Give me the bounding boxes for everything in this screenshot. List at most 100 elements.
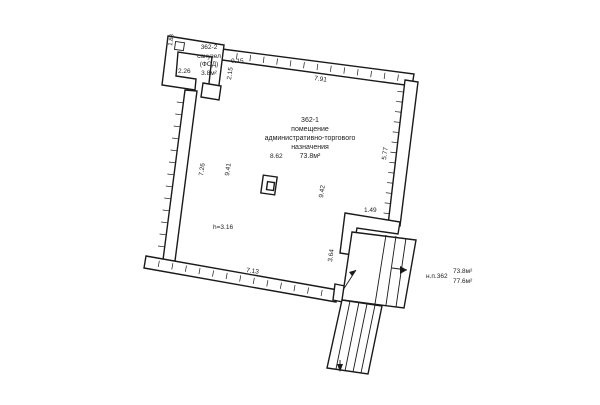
dim-door-side: 3.64	[327, 248, 336, 262]
wall-hatch-mark	[389, 161, 396, 164]
wall-hatch-mark	[170, 149, 177, 152]
wall-hatch-mark	[173, 125, 180, 128]
wall-hatch-mark	[289, 60, 292, 67]
wall-hatch-mark	[168, 161, 176, 164]
dim-notch: 1.49	[364, 207, 377, 214]
wc-fixture	[173, 40, 186, 52]
stairs	[326, 299, 383, 375]
door-leaf	[342, 269, 357, 291]
wall-hatch-mark	[370, 70, 372, 78]
wall-hatch-mark	[343, 67, 346, 74]
main-area: 73.8м²	[300, 153, 321, 160]
wall-hatch-mark	[390, 151, 397, 154]
wall-hatch-mark	[165, 185, 173, 188]
wall-hatch-mark	[397, 90, 404, 93]
porch-platform	[341, 231, 417, 309]
wall-hatch-mark	[198, 267, 201, 275]
dim-left: 7.26	[198, 162, 207, 176]
wall-hatch-mark	[391, 141, 398, 144]
wall-hatch-mark	[320, 289, 323, 297]
wall-hatch-mark	[276, 58, 278, 65]
dim-center: 8.62	[270, 153, 283, 160]
notch-wall	[339, 212, 401, 256]
wall-hatch-mark	[356, 69, 359, 76]
wall-hatch-mark	[386, 182, 394, 184]
wall-hatch-mark	[176, 101, 184, 104]
wall-hatch-mark	[293, 284, 296, 292]
main-room-label: 362-1 помещение административно-торговог…	[265, 117, 356, 160]
porch-arrow-head	[400, 266, 407, 274]
stair-line-2	[344, 301, 360, 372]
dim-top: 7.91	[314, 75, 328, 84]
wall-hatch-mark	[239, 275, 242, 282]
wall-hatch-mark	[330, 65, 332, 72]
wall-hatch-mark	[159, 233, 166, 236]
wall-hatch-mark	[262, 56, 265, 63]
wall-hatch-mark	[225, 272, 228, 280]
dim-right: 5.77	[381, 146, 390, 160]
dim-wc-width: 2.26	[178, 68, 191, 75]
wall-hatch-mark	[164, 197, 171, 200]
left-wall	[162, 89, 198, 262]
wc-area: 3.8м²	[201, 70, 218, 77]
dim-diagonal: 9.42	[318, 184, 327, 198]
dim-wc-height: 1.88	[168, 33, 176, 46]
dim-wc-wall: 0.15	[231, 58, 244, 65]
wall-hatch-mark	[393, 121, 401, 123]
wall-hatch-mark	[266, 280, 269, 287]
wall-hatch-mark	[252, 277, 255, 285]
wall-hatch-mark	[249, 54, 252, 62]
wall-hatch-mark	[384, 202, 391, 204]
wall-hatch-mark	[185, 265, 187, 272]
wc-name-1: санузел	[197, 53, 221, 60]
wall-hatch-mark	[157, 245, 165, 248]
stair-arrow-head	[337, 364, 343, 372]
porch-line-2	[385, 235, 397, 306]
summary-area-total: 77.6м²	[453, 278, 473, 285]
dimension-labels: 1.88 2.26 0.15 2.15 7.91 7.26 9.41 8.62 …	[168, 33, 390, 276]
wall-hatch-mark	[307, 287, 309, 294]
main-number: 362-1	[301, 117, 319, 124]
wall-hatch-mark	[236, 53, 238, 60]
porch-line-1	[374, 234, 387, 305]
wall-hatch-mark	[385, 192, 393, 194]
wall-hatch-mark	[303, 62, 305, 69]
main-name-1: помещение	[291, 126, 329, 133]
wall-hatch-mark	[383, 72, 386, 80]
wall-hatch-mark	[397, 74, 399, 81]
right-wall	[387, 79, 419, 227]
wall-hatch-mark	[175, 113, 182, 116]
wall-hatch-mark	[394, 111, 402, 113]
dim-height: h=3.16	[213, 224, 233, 231]
wall-hatching	[157, 53, 404, 297]
wc-door-jamb	[200, 82, 222, 101]
wc-number: 362-2	[201, 44, 218, 51]
column	[260, 174, 278, 196]
dim-wc-side: 2.15	[226, 66, 235, 80]
dim-inner-left: 9.41	[224, 162, 233, 176]
wall-hatch-mark	[388, 172, 395, 174]
wall-hatch-mark	[167, 173, 174, 176]
bottom-wall	[143, 255, 339, 303]
summary-area-main: 73.8м²	[453, 268, 473, 275]
door-arrow-head	[349, 270, 356, 276]
wall-hatch-mark	[280, 282, 282, 289]
summary-label: н.п.362 73.8м² 77.6м²	[426, 268, 473, 285]
stair-line-1	[335, 300, 351, 370]
wall-hatch-mark	[172, 137, 179, 140]
summary-code: н.п.362	[426, 273, 448, 280]
stair-line-3	[352, 303, 368, 373]
wc-block	[161, 35, 225, 101]
column-inner	[265, 180, 276, 192]
wall-hatch-mark	[396, 101, 403, 103]
main-name-3: назначения	[291, 144, 329, 151]
stair-line-4	[360, 304, 376, 374]
wall-hatch-mark	[161, 221, 168, 224]
main-room-walls	[143, 48, 419, 303]
wall-hatch-mark	[316, 63, 319, 71]
wall-hatch-mark	[392, 131, 399, 133]
wall-hatch-mark	[212, 270, 214, 277]
wc-room-label: 362-2 санузел (ФОД) 3.8м²	[197, 44, 221, 77]
